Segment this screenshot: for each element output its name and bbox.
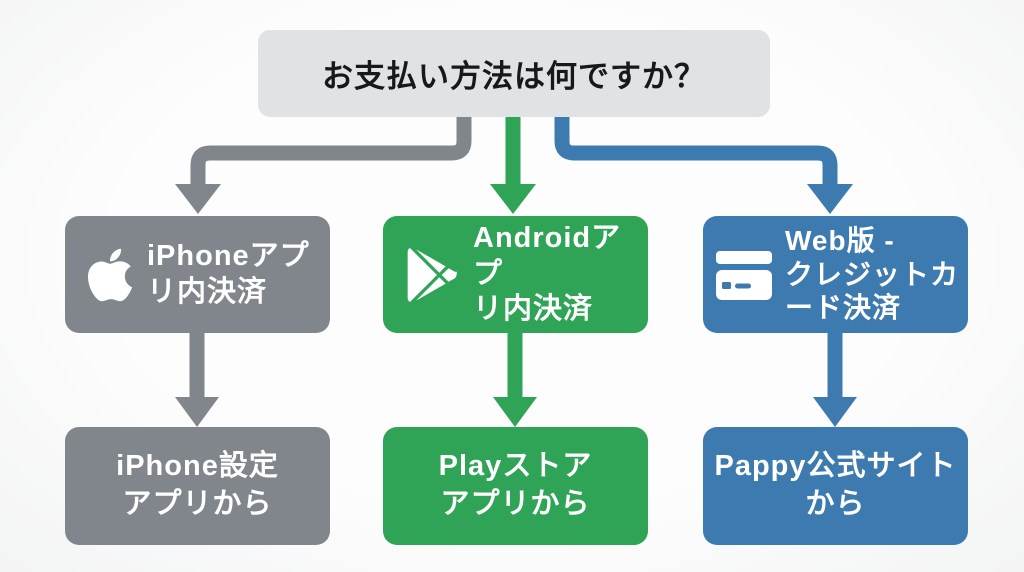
- result-card-web: Pappy公式サイト から: [703, 427, 968, 545]
- branch-label-web: Web版 - クレジットカ ード決済: [785, 225, 960, 324]
- arrow-web-to-result: [813, 331, 857, 427]
- branch-card-iphone: iPhoneアプ リ内決済: [65, 216, 330, 333]
- result-label-android: Playストア アプリから: [438, 450, 593, 520]
- arrow-title-to-iphone: [175, 112, 472, 214]
- arrow-iphone-to-result: [175, 331, 219, 427]
- credit-card-icon: [715, 249, 773, 301]
- result-card-android: Playストア アプリから: [383, 427, 648, 545]
- branch-card-android: Androidアプ リ内決済: [383, 216, 648, 333]
- branch-label-iphone: iPhoneアプ リ内決済: [147, 240, 310, 308]
- branch-label-android: Androidアプ リ内決済: [473, 222, 622, 326]
- arrow-title-to-android: [490, 112, 536, 214]
- result-label-web: Pappy公式サイト から: [714, 450, 957, 520]
- arrow-title-to-web: [554, 112, 853, 214]
- result-card-iphone: iPhone設定 アプリから: [65, 427, 330, 545]
- question-box: お支払い方法は何ですか？: [258, 30, 770, 117]
- arrow-android-to-result: [493, 331, 537, 427]
- google-play-icon: [405, 247, 459, 302]
- question-text: お支払い方法は何ですか？: [322, 59, 706, 94]
- branch-card-web: Web版 - クレジットカ ード決済: [703, 216, 968, 333]
- result-label-iphone: iPhone設定 アプリから: [116, 450, 279, 520]
- apple-icon: [87, 245, 133, 305]
